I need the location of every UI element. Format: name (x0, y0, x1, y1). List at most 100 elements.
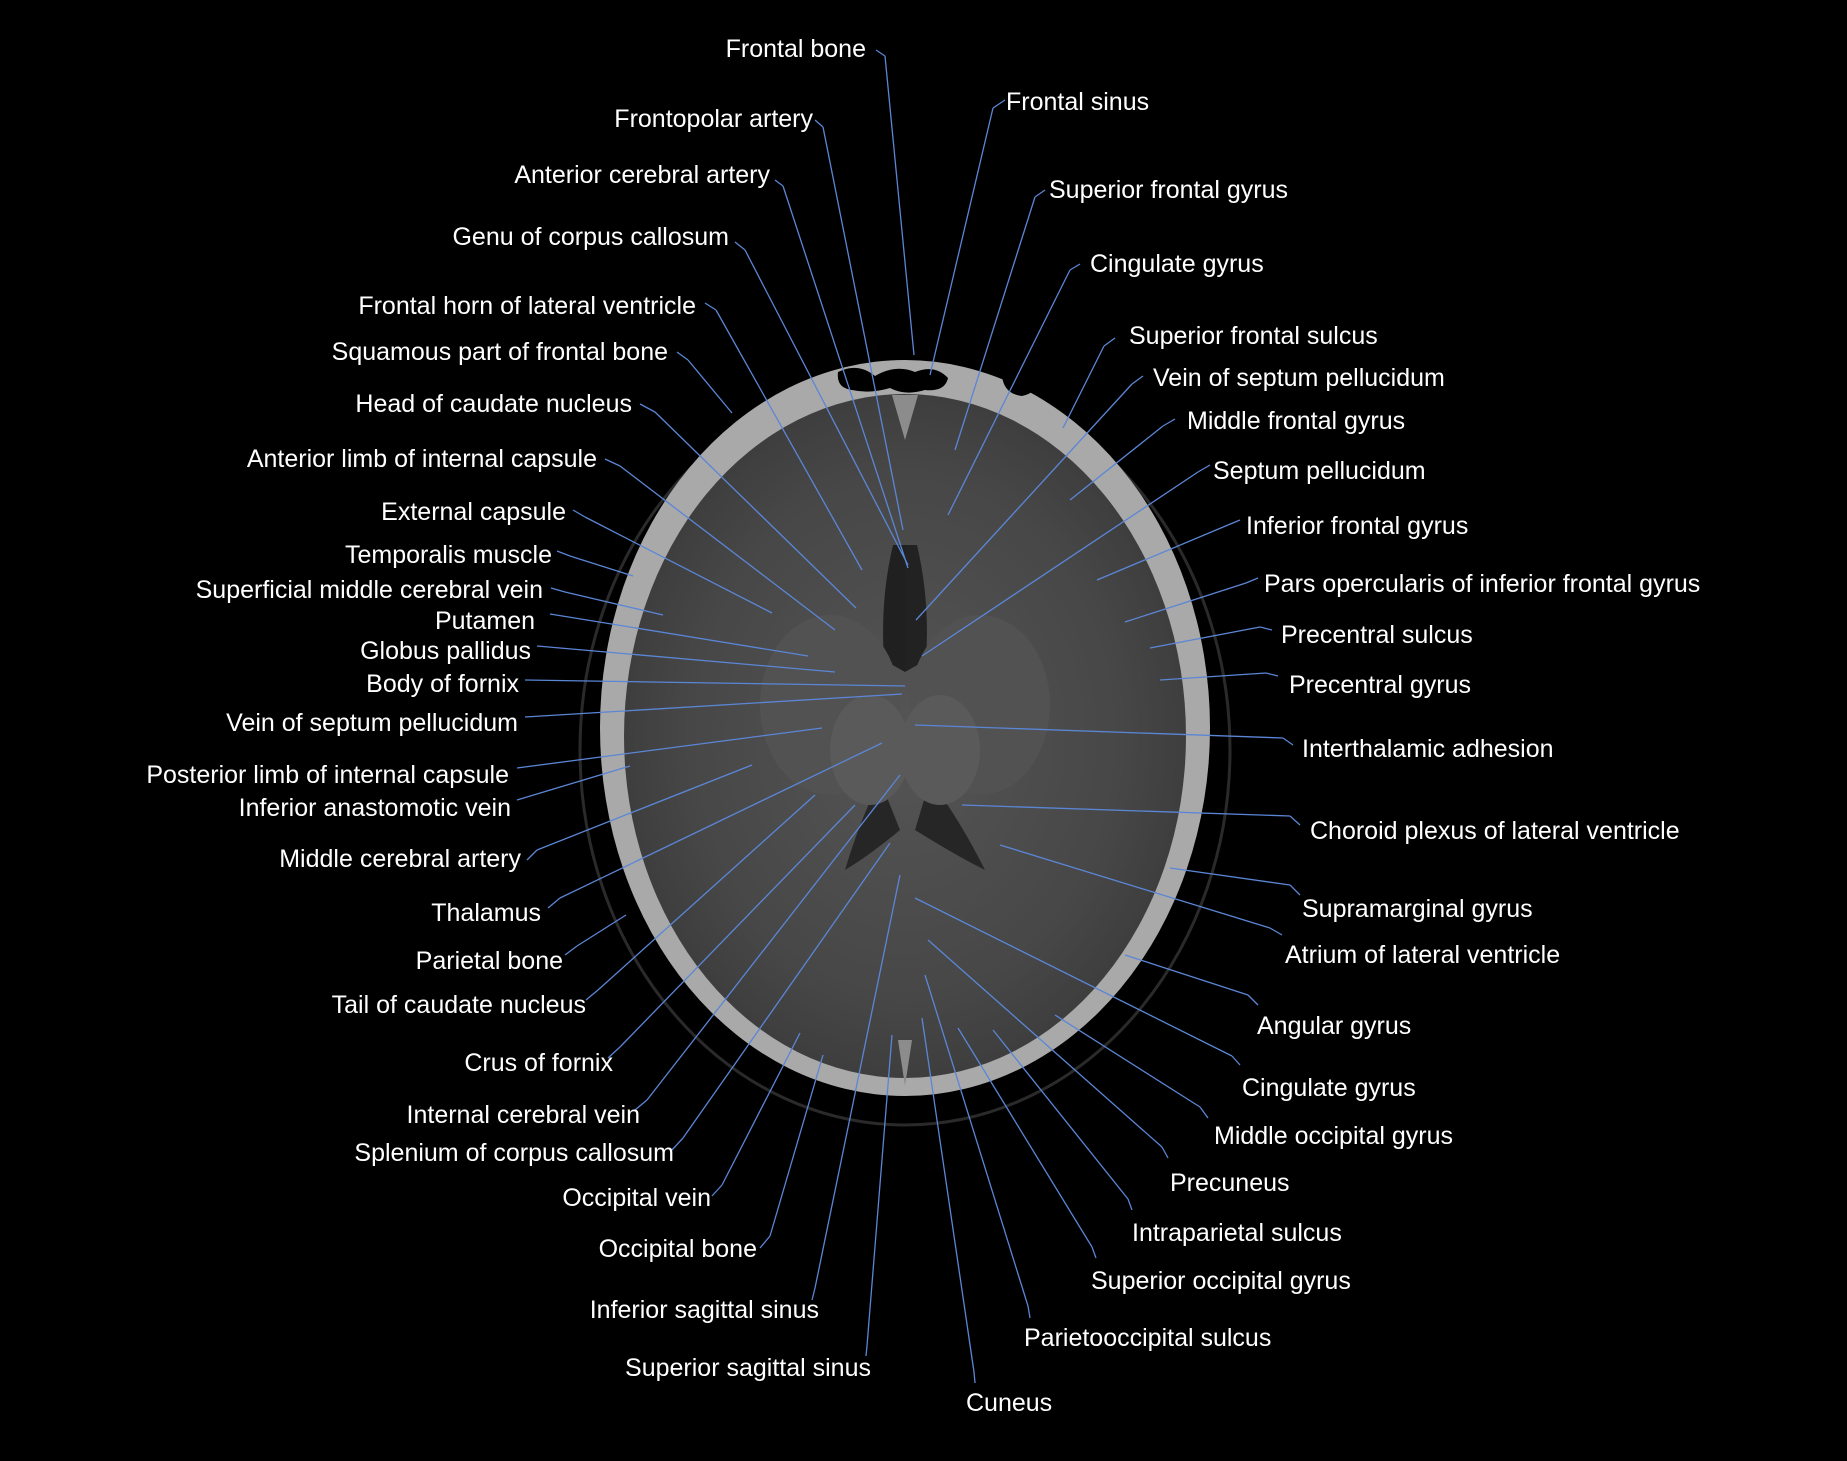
leader-parietooccipital (1027, 1305, 1031, 1319)
label-superior-occipital: Superior occipital gyrus (1091, 1267, 1351, 1295)
leader-precuneus (1161, 1146, 1169, 1159)
leader-middle-occipital (1199, 1106, 1209, 1119)
leader-mca (526, 849, 538, 861)
leader-cingulate-front (1069, 263, 1081, 271)
label-tail-caudate: Tail of caudate nucleus (332, 991, 586, 1019)
label-superficial-mcv: Superficial middle cerebral vein (196, 576, 543, 604)
label-precentral-sulcus: Precentral sulcus (1281, 621, 1473, 649)
label-genu-corpus-callosum: Genu of corpus callosum (452, 223, 729, 251)
label-precuneus: Precuneus (1170, 1169, 1290, 1197)
leader-superior-sagittal (865, 1345, 868, 1357)
leader-squamous (676, 351, 689, 361)
right-frontal-horn (905, 545, 927, 672)
leader-body-fornix (524, 679, 906, 687)
label-intraparietal: Intraparietal sulcus (1132, 1219, 1342, 1247)
frontal-sinus-air (837, 367, 948, 393)
leader-splenium (671, 1137, 684, 1151)
label-choroid-plexus: Choroid plexus of lateral ventricle (1310, 817, 1680, 845)
label-splenium: Splenium of corpus callosum (354, 1139, 674, 1167)
label-putamen: Putamen (435, 607, 535, 635)
label-internal-cerebral-vein: Internal cerebral vein (407, 1101, 640, 1129)
leader-precentral-sulcus (1259, 626, 1273, 631)
label-posterior-limb: Posterior limb of internal capsule (146, 761, 509, 789)
label-anterior-limb: Anterior limb of internal capsule (247, 445, 597, 473)
leader-vein-septum-left (524, 693, 903, 718)
label-inferior-anastomotic: Inferior anastomotic vein (239, 794, 511, 822)
leader-inferior-frontal-gyrus (1227, 519, 1241, 526)
label-frontopolar-artery: Frontopolar artery (614, 105, 813, 133)
label-cingulate-back: Cingulate gyrus (1242, 1074, 1416, 1102)
leader-supramarginal (1289, 884, 1301, 896)
label-inferior-frontal-gyrus: Inferior frontal gyrus (1246, 512, 1468, 540)
left-frontal-horn (883, 545, 905, 672)
label-squamous-frontal-bone: Squamous part of frontal bone (332, 338, 668, 366)
leader-inferior-anastomotic (516, 765, 631, 801)
leader-occipital-vein (711, 1184, 723, 1197)
label-parietal-bone: Parietal bone (416, 947, 563, 975)
leader-external-capsule (572, 509, 586, 518)
label-frontal-bone: Frontal bone (726, 35, 866, 63)
leader-vein-septum-right (1131, 375, 1144, 385)
leader-precentral-gyrus (1265, 672, 1279, 677)
leader-interthalamic (1282, 737, 1294, 746)
leader-parietal-bone (564, 945, 578, 956)
leader-anterior-cerebral-artery (774, 179, 784, 187)
leader-frontal-sinus (992, 99, 1006, 109)
label-cingulate-front: Cingulate gyrus (1090, 250, 1264, 278)
leader-inferior-sagittal (811, 1287, 816, 1301)
leader-superior-frontal-sulcus (1103, 337, 1116, 347)
label-temporalis: Temporalis muscle (345, 541, 552, 569)
label-occipital-vein: Occipital vein (562, 1184, 711, 1212)
ct-slice-image (578, 360, 1232, 1127)
leader-globus-pallidus (536, 645, 836, 673)
label-pars-opercularis: Pars opercularis of inferior frontal gyr… (1264, 570, 1700, 598)
leader-head-caudate (639, 403, 656, 413)
left-thalamus (830, 695, 910, 805)
label-frontal-sinus: Frontal sinus (1006, 88, 1149, 116)
leader-frontal-horn (704, 302, 717, 311)
leader-angular-gyrus (1247, 994, 1259, 1006)
leader-superior-frontal-gyrus (1034, 189, 1046, 198)
leader-anterior-limb (604, 458, 621, 467)
label-middle-occipital: Middle occipital gyrus (1214, 1122, 1453, 1150)
label-anterior-cerebral-artery: Anterior cerebral artery (514, 161, 770, 189)
label-occipital-bone: Occipital bone (599, 1235, 757, 1263)
label-septum-pellucidum: Septum pellucidum (1213, 457, 1426, 485)
label-angular-gyrus: Angular gyrus (1257, 1012, 1411, 1040)
leader-frontopolar-artery (814, 119, 824, 128)
leader-septum-pellucidum (1197, 464, 1211, 473)
leader-cingulate-back (1231, 1055, 1241, 1066)
right-thalamus (900, 695, 980, 805)
leader-choroid-plexus (1289, 815, 1301, 826)
label-head-caudate: Head of caudate nucleus (355, 390, 632, 418)
label-external-capsule: External capsule (381, 498, 566, 526)
leader-posterior-limb (516, 727, 823, 769)
leader-superior-occipital (1091, 1246, 1097, 1259)
label-precentral-gyrus: Precentral gyrus (1289, 671, 1471, 699)
leader-middle-frontal-gyrus (1162, 418, 1176, 427)
label-supramarginal: Supramarginal gyrus (1302, 895, 1533, 923)
label-mca: Middle cerebral artery (279, 845, 521, 873)
leader-cuneus (973, 1371, 976, 1384)
leader-occipital-bone (759, 1235, 771, 1249)
falx-posterior (898, 1040, 912, 1086)
label-superior-frontal-sulcus: Superior frontal sulcus (1129, 322, 1378, 350)
leader-crus-fornix (607, 1046, 621, 1059)
label-superior-sagittal: Superior sagittal sinus (625, 1354, 871, 1382)
leader-atrium (1269, 927, 1283, 936)
label-body-fornix: Body of fornix (366, 670, 519, 698)
leader-frontal-bone (875, 49, 886, 57)
label-atrium: Atrium of lateral ventricle (1285, 941, 1560, 969)
label-vein-septum-right: Vein of septum pellucidum (1153, 364, 1445, 392)
leader-genu (734, 241, 746, 251)
label-globus-pallidus: Globus pallidus (360, 637, 531, 665)
leader-tail-caudate (585, 989, 599, 1001)
label-cuneus: Cuneus (966, 1389, 1052, 1417)
structure-labels: Frontal bone Frontopolar artery Anterior… (146, 35, 1700, 1417)
leader-intraparietal (1127, 1198, 1133, 1211)
label-interthalamic: Interthalamic adhesion (1302, 735, 1554, 763)
leader-thalamus (547, 897, 561, 909)
label-vein-septum-left: Vein of septum pellucidum (226, 709, 518, 737)
label-thalamus: Thalamus (431, 899, 541, 927)
label-crus-fornix: Crus of fornix (464, 1049, 613, 1077)
